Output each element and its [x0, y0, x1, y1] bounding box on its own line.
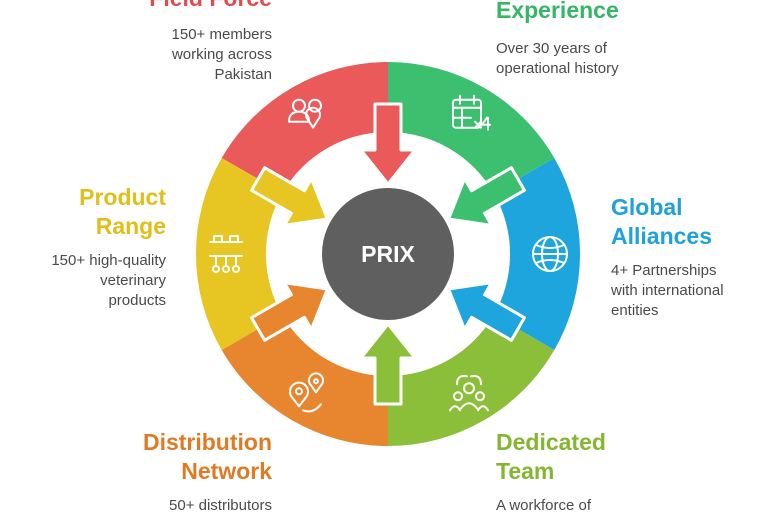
experience-description: Over 30 years of operational history	[496, 40, 619, 77]
globe-icon	[532, 236, 568, 272]
label-experience: Experience Over 30 years of operational …	[496, 0, 619, 79]
label-product-range: Product Range 150+ high-quality veterina…	[51, 183, 166, 311]
label-distribution-network: Distribution Network 50+ distributors	[143, 428, 272, 516]
field-force-title: Field Force	[149, 0, 272, 13]
arrow-field-force	[359, 102, 417, 186]
sector-product-range	[195, 158, 283, 350]
field-force-description: 150+ members working across Pakistan	[171, 26, 272, 83]
label-field-force: Field Force 150+ members working across …	[149, 0, 272, 85]
product-range-title: Product Range	[79, 184, 166, 239]
dedicated-team-description: A workforce of	[496, 497, 592, 514]
arrow-experience	[447, 166, 526, 227]
label-global-alliances: Global Alliances 4+ Partnerships with in…	[611, 193, 724, 321]
diagram-arrows	[250, 102, 526, 406]
sector-distribution-network	[221, 315, 388, 446]
label-dedicated-team: Dedicated Team A workforce of	[496, 428, 606, 516]
center-label: PRIX	[361, 241, 415, 267]
distribution-network-title: Distribution Network	[142, 429, 272, 484]
arrow-dedicated-team	[359, 322, 417, 406]
global-alliances-title: Global Alliances	[611, 194, 712, 249]
sector-dedicated-team	[388, 315, 555, 446]
experience-title: Experience	[496, 0, 619, 23]
sector-field-force	[221, 61, 388, 193]
lab-rack-icon	[209, 235, 243, 273]
distribution-network-description: 50+ distributors	[169, 497, 272, 514]
map-pins-icon	[289, 372, 324, 413]
global-alliances-description: 4+ Partnerships with international entit…	[611, 262, 724, 319]
product-range-description: 150+ high-quality veterinary products	[51, 252, 166, 309]
arrow-product-range	[250, 166, 329, 227]
arrow-global-alliances	[447, 281, 526, 342]
dedicated-team-title: Dedicated Team	[496, 429, 606, 484]
people-location-icon	[288, 98, 322, 129]
calendar-icon	[452, 94, 491, 131]
team-icon	[449, 374, 489, 412]
diagram-icons	[209, 94, 568, 413]
arrow-distribution-network	[250, 281, 329, 342]
center-hub	[322, 188, 454, 320]
